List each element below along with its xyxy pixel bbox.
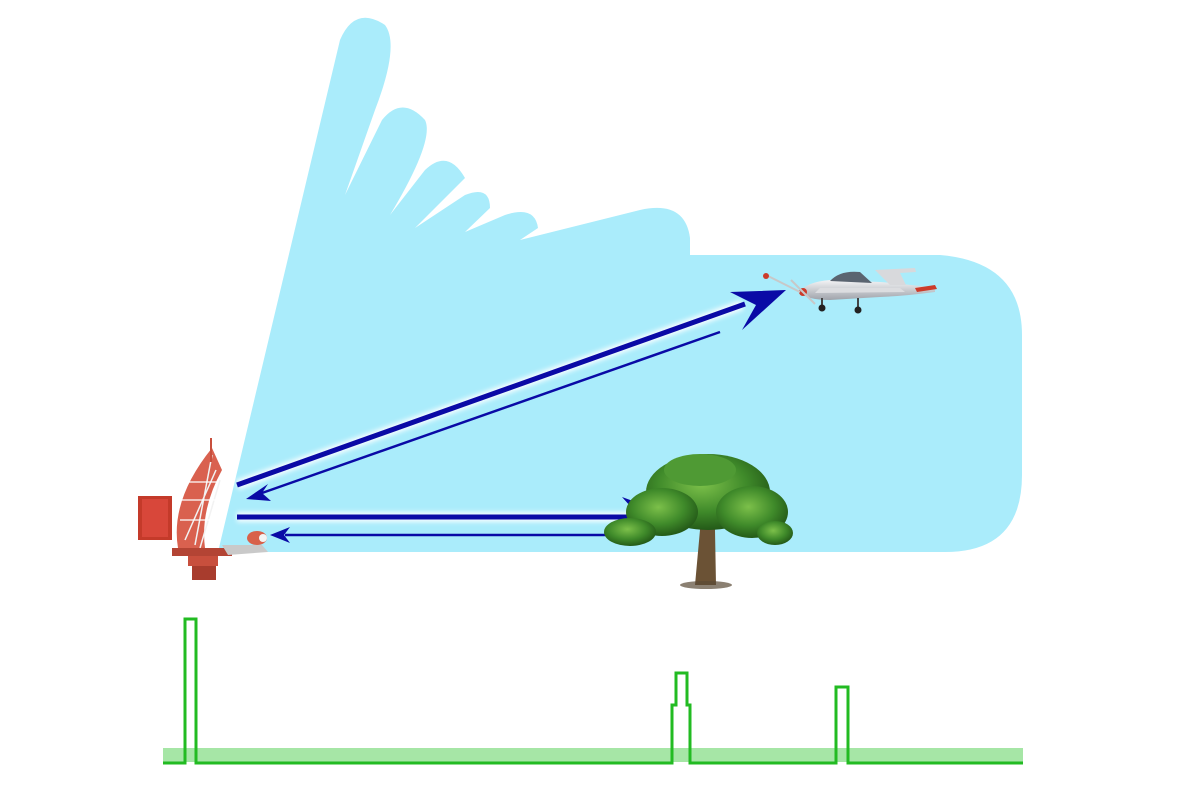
a-scope-display (163, 617, 1023, 765)
echo-arrow-aircraft (246, 330, 721, 501)
transmit-arrow-aircraft (236, 290, 786, 488)
radar-antenna-icon (138, 438, 268, 580)
echo-arrow-tree (270, 527, 606, 543)
scope-baseline (163, 748, 1023, 762)
signal-arrows (235, 290, 786, 543)
propeller-aircraft-icon (763, 268, 937, 314)
echo-trace (163, 617, 1023, 765)
tree-icon (604, 454, 793, 589)
